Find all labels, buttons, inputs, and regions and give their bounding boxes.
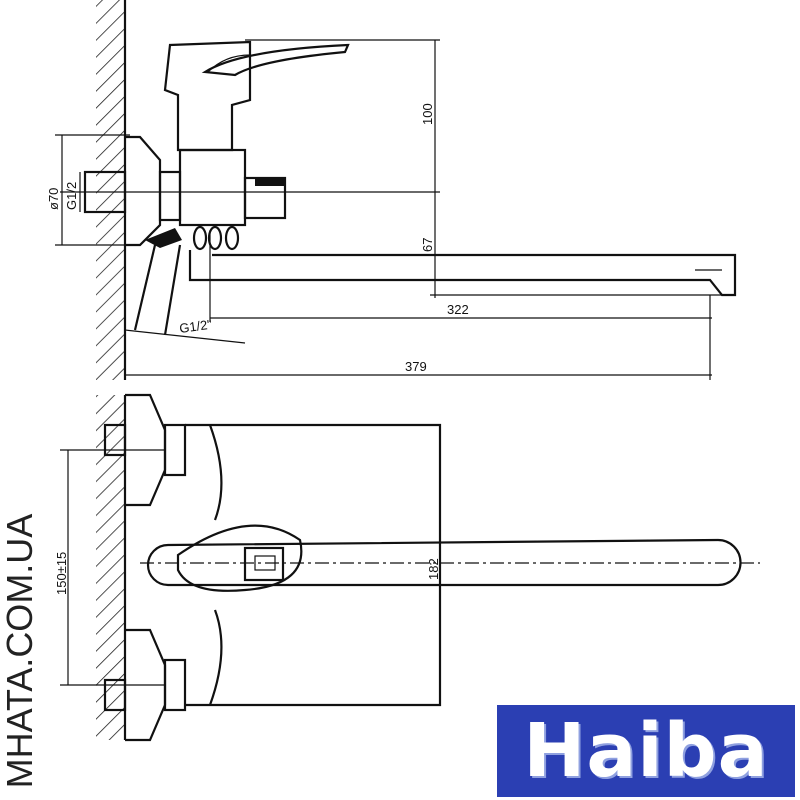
dim-g12: G1/2	[64, 182, 79, 210]
dim-150: 150±15	[54, 552, 69, 595]
wall-hatching	[96, 0, 127, 740]
side-view-mixer	[83, 40, 737, 336]
dim-67: 67	[420, 238, 435, 252]
dim-182: 182	[426, 558, 441, 580]
dim-diameter-70: ø70	[46, 188, 61, 210]
dim-322: 322	[447, 302, 469, 317]
front-view-mixer	[60, 393, 760, 742]
haiba-logo: Haiba	[497, 705, 795, 797]
dimension-lines	[55, 39, 735, 380]
dim-379: 379	[405, 359, 427, 374]
dim-g12-inch: G1/2"	[178, 316, 213, 335]
logo-text: Haiba	[523, 708, 769, 794]
watermark-text: MHATA.COM.UA	[0, 513, 40, 789]
dim-100: 100	[420, 103, 435, 125]
